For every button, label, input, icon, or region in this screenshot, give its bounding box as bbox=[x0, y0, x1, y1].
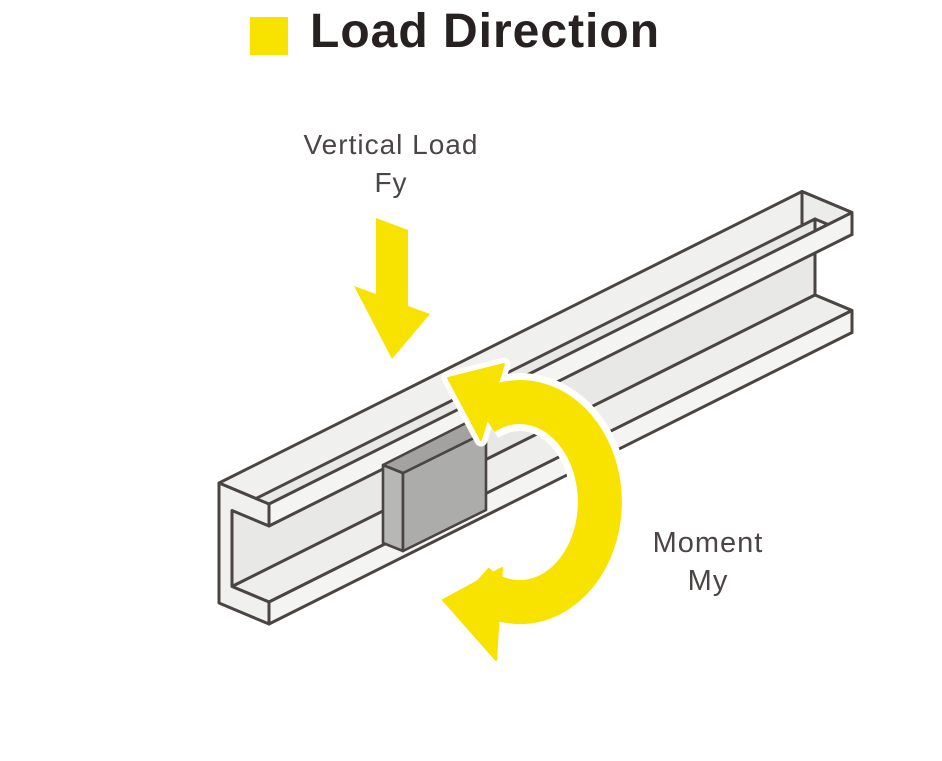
moment-arc bbox=[459, 380, 622, 625]
moment-label-line1: Moment bbox=[652, 527, 764, 559]
moment-label-line2: My bbox=[687, 565, 729, 597]
yellow-square-bullet-icon bbox=[250, 17, 288, 55]
carriage-block-left-face bbox=[381, 463, 405, 553]
moment-label: Moment My bbox=[608, 524, 808, 600]
fy-down-arrow-icon bbox=[349, 213, 435, 364]
moment-arrowhead-bottom bbox=[442, 567, 503, 661]
beam-left-end-face bbox=[217, 481, 271, 626]
carriage-block bbox=[381, 421, 488, 553]
moment-arrowhead-top bbox=[447, 363, 505, 441]
figure-header: Load Direction bbox=[0, 0, 942, 70]
moment-curved-arrow-icon bbox=[436, 357, 629, 667]
vertical-load-label-line1: Vertical Load bbox=[303, 129, 479, 160]
vertical-load-label-line2: Fy bbox=[374, 167, 408, 198]
figure-title: Load Direction bbox=[310, 5, 661, 58]
vertical-load-label: Vertical Load Fy bbox=[241, 126, 541, 202]
